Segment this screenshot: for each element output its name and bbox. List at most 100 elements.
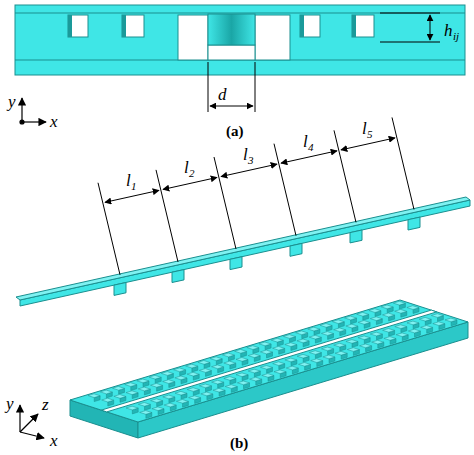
pin-top xyxy=(138,403,150,407)
pin-top xyxy=(369,309,381,313)
axis-arrow xyxy=(22,121,46,122)
pin-top xyxy=(236,358,248,362)
pin-top xyxy=(445,318,457,322)
axis-arrow xyxy=(21,98,22,122)
perspective-views xyxy=(16,117,470,438)
pin-top xyxy=(334,343,346,347)
dimension-arrow xyxy=(210,106,253,107)
pin-top xyxy=(250,377,262,381)
pin-top xyxy=(408,329,420,333)
pin-top xyxy=(323,355,335,359)
pin-top xyxy=(311,359,323,363)
pin-top xyxy=(152,407,164,411)
notch-shade xyxy=(300,15,304,37)
pin-top xyxy=(212,365,224,369)
pin-top xyxy=(199,369,211,373)
axes-b xyxy=(20,405,44,438)
pin-top xyxy=(212,380,224,384)
pin-top xyxy=(260,366,272,370)
pin-top xyxy=(224,361,236,365)
cover-line xyxy=(15,13,465,14)
pin-top xyxy=(345,316,357,320)
pin-top xyxy=(431,314,443,318)
extension-line xyxy=(156,170,178,262)
dimension-label: l xyxy=(243,146,248,163)
notch xyxy=(68,15,88,37)
extension-line xyxy=(274,144,296,236)
pin-top xyxy=(273,362,285,366)
cross-section xyxy=(15,5,465,75)
center-gap xyxy=(208,45,255,60)
pin-top xyxy=(321,332,333,336)
panel-caption: (b) xyxy=(230,436,248,451)
pin-top xyxy=(224,377,236,381)
center-gap xyxy=(178,15,208,60)
pin-top xyxy=(383,329,395,333)
pin-top xyxy=(260,350,272,354)
subscript-label: 1 xyxy=(131,181,137,192)
axis-arrow xyxy=(20,432,44,438)
pin-top xyxy=(357,312,369,316)
pin-top xyxy=(395,309,407,313)
pin-top xyxy=(358,336,370,340)
pin-top xyxy=(297,339,309,343)
pin-top xyxy=(125,383,137,387)
pin-top xyxy=(393,301,405,305)
extension-line xyxy=(380,13,440,14)
pin-top xyxy=(262,374,274,378)
dimension-label: x xyxy=(50,432,58,449)
pin-top xyxy=(358,321,370,325)
pin-top xyxy=(248,354,260,358)
subscript-label: 2 xyxy=(189,168,195,179)
pin-top xyxy=(347,348,359,352)
dimension-label: l xyxy=(184,159,189,176)
pin-top xyxy=(419,317,431,321)
dimension-arrow xyxy=(430,15,431,40)
pin-top xyxy=(433,322,445,326)
pin-top xyxy=(186,364,198,368)
pin-top xyxy=(140,411,152,415)
plate-groove xyxy=(101,310,436,412)
pin-top xyxy=(285,343,297,347)
pin-top xyxy=(346,340,358,344)
strip-stub xyxy=(290,243,302,256)
extension-line xyxy=(214,157,236,249)
pin-top xyxy=(286,366,298,370)
pin-top xyxy=(164,403,176,407)
pin-top xyxy=(189,396,201,400)
pin-top xyxy=(395,325,407,329)
pin-top xyxy=(176,400,188,404)
pin-top xyxy=(299,363,311,367)
axis-origin xyxy=(20,120,24,124)
pin-top xyxy=(309,351,321,355)
pin-top xyxy=(335,351,347,355)
pin-top xyxy=(407,321,419,325)
pin-top xyxy=(259,342,271,346)
pin-top xyxy=(320,324,332,328)
pin-top xyxy=(383,313,395,317)
pin-top xyxy=(222,353,234,357)
dimension-label: l xyxy=(362,120,367,137)
pin-top xyxy=(151,383,163,387)
pin-top xyxy=(198,361,210,365)
extension-line xyxy=(98,183,120,275)
pin-top xyxy=(360,344,372,348)
extension-line xyxy=(380,42,440,43)
pin-top xyxy=(88,394,100,398)
pin-top xyxy=(297,354,309,358)
pin-top xyxy=(384,337,396,341)
subscript-label: ij xyxy=(453,31,459,42)
pin-top xyxy=(210,357,222,361)
waveguide-body xyxy=(15,5,465,75)
pin-top xyxy=(100,390,112,394)
dimension-label: y xyxy=(6,395,14,412)
pin-top xyxy=(309,335,321,339)
pin-top xyxy=(322,347,334,351)
pin-top xyxy=(235,349,247,353)
pin-top xyxy=(274,370,286,374)
pin-top xyxy=(273,346,285,350)
pin-top xyxy=(381,305,393,309)
pin-top xyxy=(126,391,138,395)
center-ridge xyxy=(208,14,255,45)
